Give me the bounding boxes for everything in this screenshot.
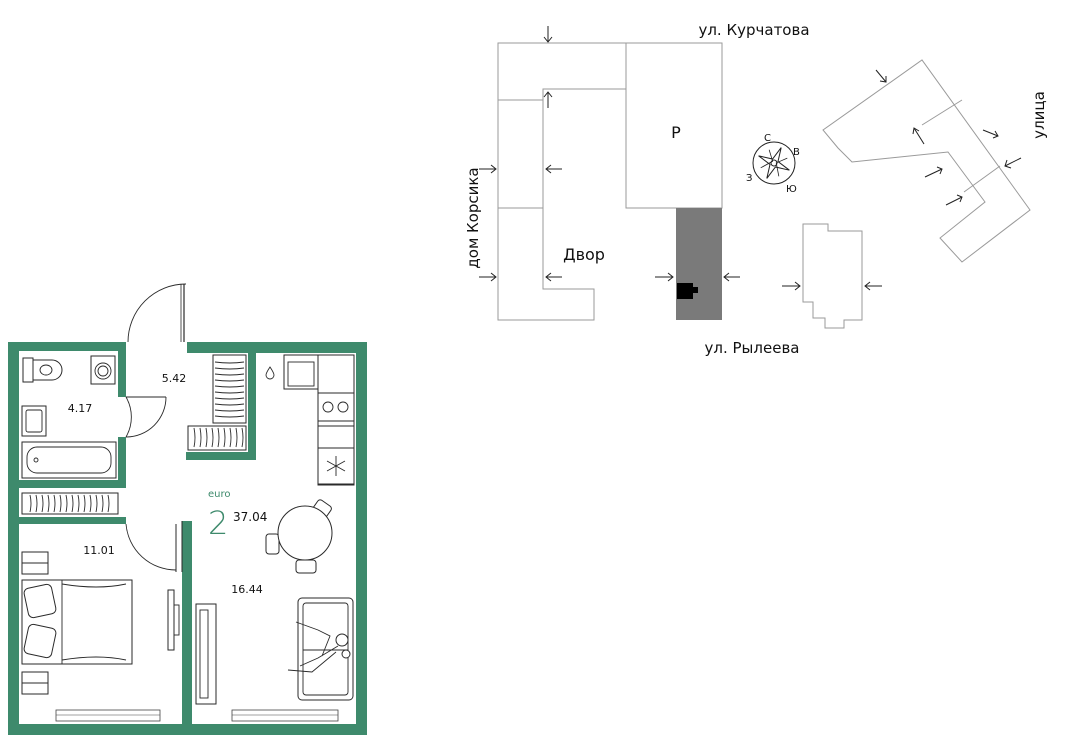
arrow-icon xyxy=(479,272,497,282)
compass-east: В xyxy=(793,147,800,158)
compass-north: С xyxy=(764,133,771,144)
area-label-living: 16.44 xyxy=(231,583,263,596)
table-icon xyxy=(277,505,333,561)
arrow-icon xyxy=(655,272,674,282)
walls xyxy=(8,342,367,735)
entrance-arrows xyxy=(479,26,1022,291)
arrow-icon xyxy=(875,69,887,83)
arrow-icon xyxy=(924,166,943,178)
parking-label: Р xyxy=(671,123,681,142)
radiator-icon xyxy=(21,492,119,515)
arrow-icon xyxy=(723,272,740,282)
section-divider xyxy=(921,99,963,126)
arrow-icon xyxy=(545,272,562,282)
street-label-east: улица xyxy=(1030,91,1048,139)
radiator-icon xyxy=(212,354,247,424)
pillow-icon xyxy=(23,583,57,619)
pillow-icon xyxy=(23,623,57,659)
bathroom-door[interactable] xyxy=(125,396,167,438)
arrow-icon xyxy=(545,164,562,174)
washing-machine-icon xyxy=(90,355,116,385)
person-reading-icon xyxy=(287,621,351,673)
bathroom-fixtures xyxy=(21,355,117,479)
sink-icon xyxy=(21,405,47,437)
toilet-icon xyxy=(22,357,63,383)
arrow-icon xyxy=(982,129,999,139)
room-count: 2 xyxy=(208,504,228,542)
kitchen-fixtures xyxy=(265,354,355,486)
radiators xyxy=(21,354,247,515)
section-divider xyxy=(963,165,1001,193)
courtyard-label: Двор xyxy=(563,245,605,264)
apartment-plan: 5.42 4.17 11.01 16.44 euro 2 37.04 xyxy=(8,283,367,735)
arrow-icon xyxy=(479,164,497,174)
area-label-bathroom: 4.17 xyxy=(68,402,93,415)
bathtub-icon xyxy=(21,441,117,479)
residential-block-main[interactable] xyxy=(497,42,723,321)
residential-block-east[interactable] xyxy=(822,59,1031,263)
arrow-icon xyxy=(782,281,801,291)
arrow-icon xyxy=(1004,157,1022,169)
chair-icon xyxy=(265,533,280,555)
entrance-door[interactable] xyxy=(127,283,187,343)
site-plan: Р Двор ул. Курчатова ул. Рылеева дом Кор… xyxy=(464,21,1048,357)
kitchen-sink-icon xyxy=(283,354,319,390)
bed xyxy=(21,579,133,665)
sofa xyxy=(287,597,354,701)
dining-set xyxy=(265,499,333,574)
street-label-west: дом Корсика xyxy=(464,167,482,268)
arrow-icon xyxy=(945,194,963,206)
area-label-hall: 5.42 xyxy=(162,372,187,385)
stove-icon xyxy=(317,392,355,422)
arrow-icon xyxy=(543,26,553,43)
highlighted-building[interactable] xyxy=(676,208,722,320)
arrow-icon xyxy=(912,127,925,145)
bedroom-door[interactable] xyxy=(125,521,183,572)
tv-stand xyxy=(195,603,217,705)
radiator-icon xyxy=(187,425,247,451)
compass-west: З xyxy=(746,173,752,184)
area-label-bedroom: 11.01 xyxy=(83,544,115,557)
small-building[interactable] xyxy=(802,223,863,329)
fridge-icon xyxy=(317,447,355,485)
apartment-class-label: euro xyxy=(208,489,231,500)
windows xyxy=(55,709,339,722)
street-label-north: ул. Курчатова xyxy=(698,21,809,39)
chair-icon xyxy=(295,559,317,574)
entrance-marker xyxy=(677,283,698,299)
water-drop-icon xyxy=(265,366,275,380)
tv-icon xyxy=(167,589,180,651)
compass-south: Ю xyxy=(786,184,797,195)
compass-rose-icon: С В Ю З xyxy=(746,133,800,195)
street-label-south: ул. Рылеева xyxy=(705,339,800,357)
arrow-icon xyxy=(543,91,553,108)
total-area: 37.04 xyxy=(233,510,267,524)
arrow-icon xyxy=(864,281,882,291)
